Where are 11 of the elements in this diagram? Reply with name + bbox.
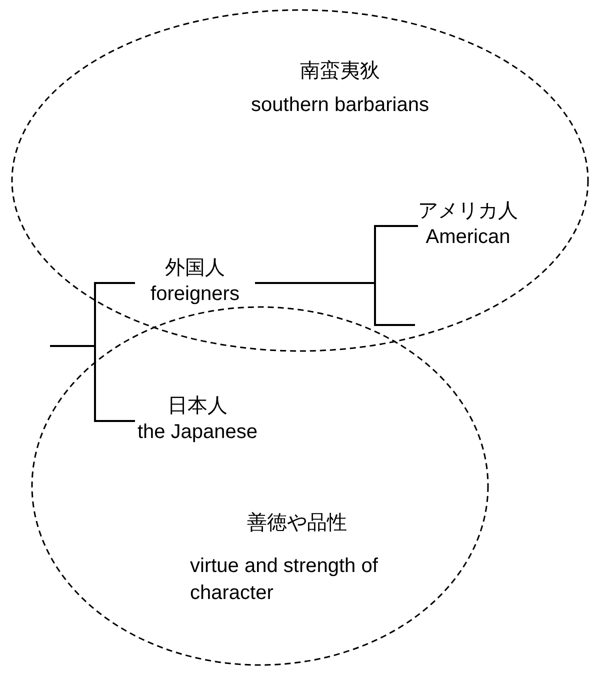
description-text: southern barbarians xyxy=(251,93,429,118)
description-text: virtue and strength of character xyxy=(190,554,379,606)
heading-text: 善徳や品性 xyxy=(247,511,347,536)
english-label: American xyxy=(426,225,510,250)
japanese-label: 日本人 xyxy=(168,394,228,419)
japanese-label: 外国人 xyxy=(165,256,225,281)
bracket-line xyxy=(255,282,415,326)
heading-text: 南蛮夷狄 xyxy=(300,59,380,84)
japanese-label: アメリカ人 xyxy=(418,199,518,224)
english-label: foreigners xyxy=(150,282,240,307)
english-label: the Japanese xyxy=(137,420,258,445)
